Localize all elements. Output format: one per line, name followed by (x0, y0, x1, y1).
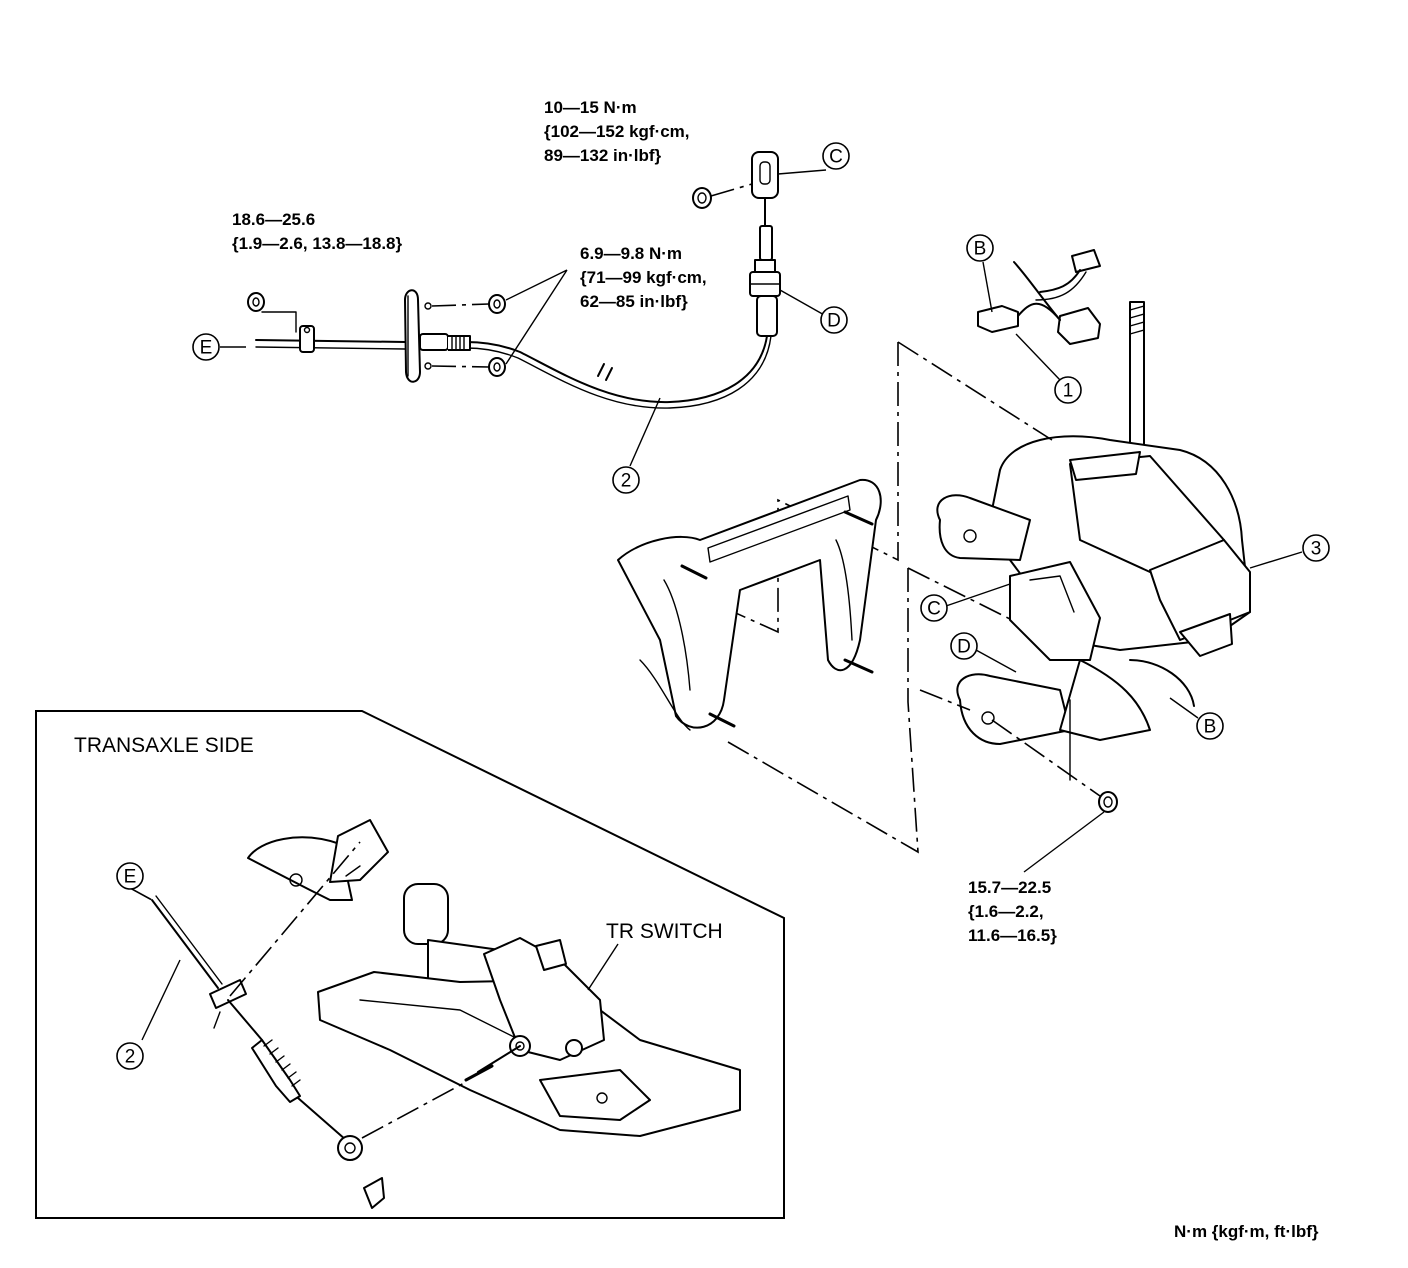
callout-b-right: B (1196, 712, 1224, 740)
svg-text:D: D (957, 637, 971, 658)
shift-cable (465, 335, 768, 404)
torque-spec-line: 89—132 in·lbf} (544, 146, 662, 165)
callout-e-inset: E (116, 862, 144, 890)
svg-text:E: E (200, 338, 213, 359)
callout-b-connector: B (966, 234, 994, 262)
torque-spec-line: 10—15 N·m (544, 98, 637, 117)
units-legend: N·m {kgf·m, ft·lbf} (1174, 1222, 1319, 1241)
tr-switch-icon (247, 819, 741, 1137)
torque-spec-line: 18.6—25.6 (232, 210, 316, 229)
cable-end-fitting (749, 151, 781, 337)
tr-switch-label: TR SWITCH (606, 920, 723, 943)
inset-cable-icon (151, 895, 385, 1209)
plate-nut-upper-icon (488, 294, 506, 314)
torque-spec-line: {71—99 kgf·cm, (580, 268, 707, 287)
cable-bracket-plate (404, 289, 471, 383)
torque-spec-line: 62—85 in·lbf} (580, 292, 688, 311)
torque-spec-cable-end: 10—15 N·m {102—152 kgf·cm, 89—132 in·lbf… (544, 96, 690, 168)
svg-text:3: 3 (1311, 539, 1322, 560)
inset-title: TRANSAXLE SIDE (74, 734, 254, 757)
torque-spec-line: {102—152 kgf·cm, (544, 122, 690, 141)
shift-lever-icon (936, 301, 1251, 745)
svg-text:B: B (974, 239, 987, 260)
torque-spec-bracket: 18.6—25.6 {1.9—2.6, 13.8—18.8} (232, 208, 402, 256)
svg-text:C: C (829, 147, 843, 168)
floor-bracket (617, 341, 1053, 854)
callout-e-left: E (192, 333, 220, 361)
cable-to-transaxle (255, 311, 406, 353)
mount-nut-icon (1098, 791, 1118, 813)
torque-spec-line: 11.6—16.5} (968, 926, 1057, 945)
svg-text:E: E (124, 867, 137, 888)
cable-end-nut-icon (692, 187, 712, 209)
callout-2-inset: 2 (116, 1042, 144, 1070)
callout-d-top: D (820, 306, 848, 334)
callout-1: 1 (1054, 376, 1082, 404)
torque-spec-line: 15.7—22.5 (968, 878, 1052, 897)
svg-text:1: 1 (1063, 381, 1074, 402)
svg-text:B: B (1204, 717, 1217, 738)
bracket-nut-icon (247, 292, 265, 312)
torque-spec-mount: 15.7—22.5 {1.6—2.2, 11.6—16.5} (968, 876, 1057, 948)
svg-text:2: 2 (621, 471, 632, 492)
torque-spec-line: 6.9—9.8 N·m (580, 244, 683, 263)
callout-c-mid: C (920, 594, 948, 622)
svg-text:C: C (927, 599, 941, 620)
callout-2-cable: 2 (612, 466, 640, 494)
callout-3-lever: 3 (1302, 534, 1330, 562)
torque-spec-line: {1.6—2.2, (968, 902, 1044, 921)
svg-text:D: D (827, 311, 841, 332)
torque-spec-line: {1.9—2.6, 13.8—18.8} (232, 234, 403, 253)
callout-d-mid: D (950, 632, 978, 660)
plate-nut-lower-icon (488, 357, 506, 377)
svg-text:2: 2 (125, 1047, 136, 1068)
torque-spec-plate: 6.9—9.8 N·m {71—99 kgf·cm, 62—85 in·lbf} (580, 242, 707, 314)
inset-frame (35, 710, 785, 1219)
callout-c-top: C (822, 142, 850, 170)
connector-icon (977, 249, 1101, 345)
